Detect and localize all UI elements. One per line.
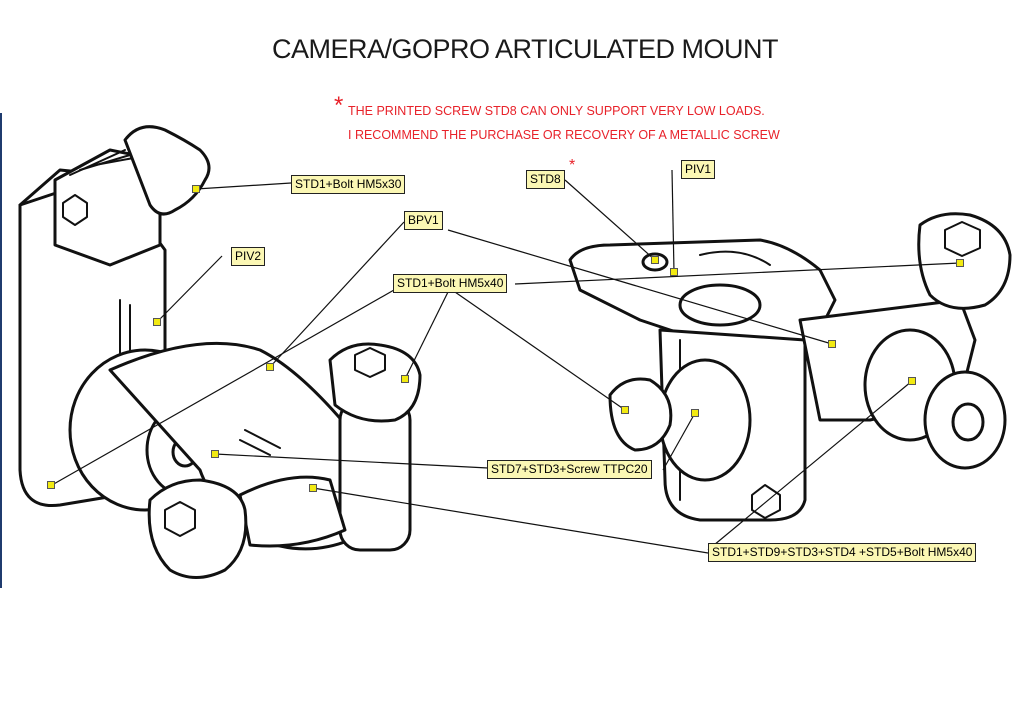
anchor-point [192,185,200,193]
top-knob-right [917,212,1012,310]
leader-bpv1-a [269,221,405,368]
callout-std1-bolt-hm5x40: STD1+Bolt HM5x40 [393,274,508,293]
page-title: CAMERA/GOPRO ARTICULATED MOUNT [271,34,779,64]
note-line-1: THE PRINTED SCREW STD8 CAN ONLY SUPPORT … [348,104,765,118]
callout-piv1: PIV1 [681,160,716,179]
leader-piv1 [671,169,675,273]
leader-std1-hm5x40-d [514,262,961,285]
knob-stack-left [338,398,412,552]
anchor-point [691,409,699,417]
top-knob-left [123,125,211,216]
callout-std1-bolt-hm5x30: STD1+Bolt HM5x30 [291,175,406,194]
anchor-point [828,340,836,348]
callout-std7-std3-screw: STD7+STD3+Screw TTPC20 [487,460,652,479]
anchor-point [956,259,964,267]
callout-piv2: PIV2 [231,247,266,266]
note-line-2: I RECOMMEND THE PURCHASE OR RECOVERY OF … [348,128,780,142]
vertical-knob-left [328,342,422,423]
gopro-fingers [53,148,162,267]
callout-bpv1: BPV1 [404,211,443,230]
frame-border [0,113,2,588]
leader-bpv1-b [447,229,833,345]
callout-std1-std9-bolt: STD1+STD9+STD3+STD4 +STD5+Bolt HM5x40 [708,543,977,562]
std8-asterisk: * [569,157,576,174]
leader-std7-b [662,412,696,471]
anchor-point [621,406,629,414]
callout-std8: STD8 [526,170,565,189]
anchor-point [401,375,409,383]
anchor-point [908,377,916,385]
anchor-point [309,484,317,492]
anchor-point [153,318,161,326]
note-asterisk: * [334,92,344,119]
leader-std9-b [707,380,913,551]
lower-knob-left [147,478,248,579]
leader-std7-a [214,453,489,469]
anchor-point [211,450,219,458]
anchor-point [266,363,274,371]
leader-std8 [564,179,656,261]
leader-piv2 [156,255,223,323]
side-knob-right [608,377,673,452]
pivot-cylinder-right [658,358,752,482]
leader-std9-a [312,487,709,554]
anchor-point [670,268,678,276]
leader-std1-hm5x40-a [51,289,395,486]
anchor-point [651,256,659,264]
leader-std1-hm5x30 [195,182,292,190]
leader-std1-hm5x40-c [454,291,626,411]
leader-std1-hm5x40-b [404,291,449,380]
anchor-point [47,481,55,489]
